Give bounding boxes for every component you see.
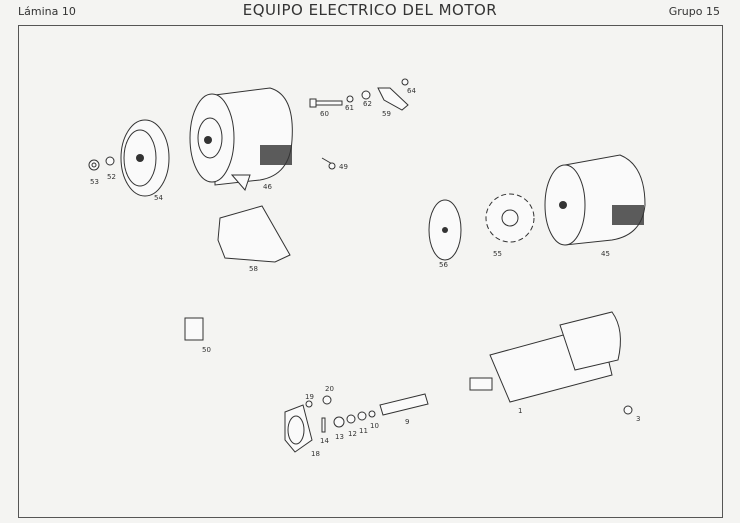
callout-13: 13 <box>335 433 344 441</box>
callout-53: 53 <box>90 178 99 186</box>
callout-59: 59 <box>382 110 391 118</box>
part-bolt <box>623 405 633 415</box>
part-alternator <box>544 154 646 246</box>
part-drive-pinion <box>379 393 429 416</box>
callout-19: 19 <box>305 393 314 401</box>
part-ring <box>346 414 356 424</box>
part-drive-housing <box>284 404 313 453</box>
callout-58: 58 <box>249 265 258 273</box>
part-ring <box>368 410 376 418</box>
callout-50: 50 <box>202 346 211 354</box>
part-ring <box>357 411 367 421</box>
part-washer <box>105 156 115 166</box>
callout-54: 54 <box>154 194 163 202</box>
part-starter-motor <box>469 311 621 403</box>
part-nut <box>322 395 332 405</box>
part-ring <box>333 416 345 428</box>
part-nut <box>401 78 409 86</box>
part-mounting-bracket <box>217 205 291 263</box>
callout-62: 62 <box>363 100 372 108</box>
callout-18: 18 <box>311 450 320 458</box>
part-washer <box>361 90 371 100</box>
callout-1: 1 <box>518 407 522 415</box>
part-bracket <box>377 87 409 111</box>
part-alternator <box>189 87 293 191</box>
part-bolt <box>309 98 343 108</box>
part-washer <box>346 95 354 103</box>
part-washer <box>305 400 313 408</box>
callout-49: 49 <box>339 163 348 171</box>
callout-46: 46 <box>263 183 272 191</box>
group-number: Grupo 15 <box>668 5 720 18</box>
callout-12: 12 <box>348 430 357 438</box>
sheet-number: Lámina 10 <box>18 5 76 18</box>
callout-61: 61 <box>345 104 354 112</box>
callout-45: 45 <box>601 250 610 258</box>
part-pulley <box>120 119 170 197</box>
callout-14: 14 <box>320 437 329 445</box>
part-screw <box>321 157 336 170</box>
callout-3: 3 <box>636 415 640 423</box>
part-regulator <box>184 317 204 341</box>
callout-11: 11 <box>359 427 368 435</box>
callout-52: 52 <box>107 173 116 181</box>
callout-60: 60 <box>320 110 329 118</box>
callout-10: 10 <box>370 422 379 430</box>
callout-56: 56 <box>439 261 448 269</box>
callout-9: 9 <box>405 418 409 426</box>
part-fan <box>485 193 535 243</box>
part-pulley <box>428 199 462 261</box>
page-title: EQUIPO ELECTRICO DEL MOTOR <box>242 1 498 19</box>
callout-20: 20 <box>325 385 334 393</box>
diagram-frame <box>18 25 723 518</box>
part-nut <box>88 159 100 171</box>
callout-55: 55 <box>493 250 502 258</box>
callout-64: 64 <box>407 87 416 95</box>
part-pin <box>321 417 326 433</box>
